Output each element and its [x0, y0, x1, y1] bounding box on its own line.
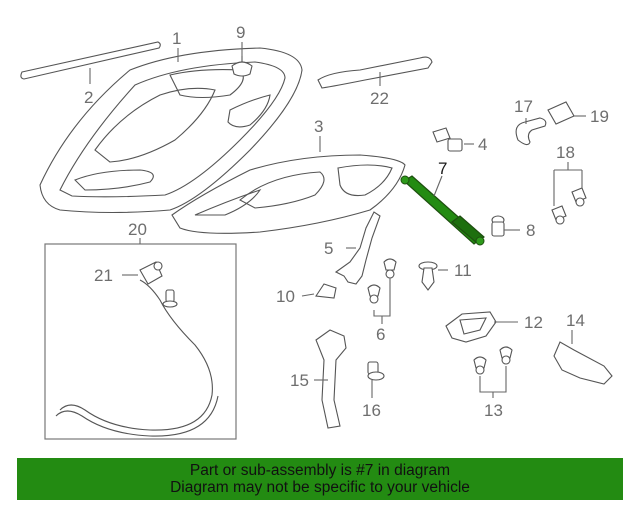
part-3-insulator — [171, 154, 406, 234]
part-13-clips — [473, 346, 513, 375]
callout-19: 19 — [590, 107, 609, 126]
part-1-hood — [39, 47, 303, 214]
callout-9: 9 — [236, 23, 245, 42]
part-18-pins — [551, 187, 587, 225]
callout-1: 1 — [172, 29, 181, 48]
callout-7: 7 — [438, 159, 447, 178]
callout-21: 21 — [94, 266, 113, 285]
callout-12: 12 — [524, 313, 543, 332]
part-10-stopper — [315, 283, 337, 299]
callout-15: 15 — [290, 371, 309, 390]
part-20-release-cable — [44, 243, 237, 440]
callout-18: 18 — [556, 143, 575, 162]
callout-13: 13 — [484, 401, 503, 420]
part-6-clips — [367, 258, 397, 304]
part-7-hood-strut — [400, 175, 485, 246]
callout-17: 17 — [514, 97, 533, 116]
banner-line-1: Part or sub-assembly is #7 in diagram — [189, 462, 451, 479]
part-9-bumper — [231, 56, 253, 77]
callout-20: 20 — [128, 220, 147, 239]
part-21-bolt — [162, 289, 178, 308]
callout-8: 8 — [526, 221, 535, 240]
part-8-ball-stud — [491, 215, 505, 237]
parts-diagram: 1 2 9 22 3 4 17 19 7 18 8 5 11 10 6 12 1… — [20, 23, 613, 440]
callout-labels: 1 2 9 22 3 4 17 19 7 18 8 5 11 10 6 12 1… — [84, 23, 609, 420]
part-5-bracket — [334, 211, 381, 285]
callout-22: 22 — [370, 89, 389, 108]
callout-14: 14 — [566, 311, 585, 330]
banner-line-2: Diagram may not be specific to your vehi… — [170, 479, 470, 496]
callout-16: 16 — [362, 401, 381, 420]
callout-2: 2 — [84, 88, 93, 107]
callout-10: 10 — [276, 287, 295, 306]
callout-11: 11 — [454, 261, 472, 280]
part-4-bolt — [432, 127, 463, 152]
part-19-plate — [547, 101, 575, 125]
part-11-clip — [418, 261, 438, 291]
callout-4: 4 — [478, 135, 487, 154]
diagram-notice-banner: Part or sub-assembly is #7 in diagram Di… — [17, 458, 623, 500]
leader-lines — [89, 42, 586, 398]
callout-6: 6 — [376, 325, 385, 344]
callout-3: 3 — [314, 117, 323, 136]
part-12-latch — [445, 311, 497, 343]
part-16-bolt — [367, 361, 385, 381]
part-2-weatherstrip — [20, 41, 161, 80]
part-22-seal — [317, 56, 433, 89]
part-17-clip — [515, 117, 547, 146]
callout-5: 5 — [324, 239, 333, 258]
part-15-support — [315, 329, 347, 429]
part-14-shield — [553, 341, 613, 385]
